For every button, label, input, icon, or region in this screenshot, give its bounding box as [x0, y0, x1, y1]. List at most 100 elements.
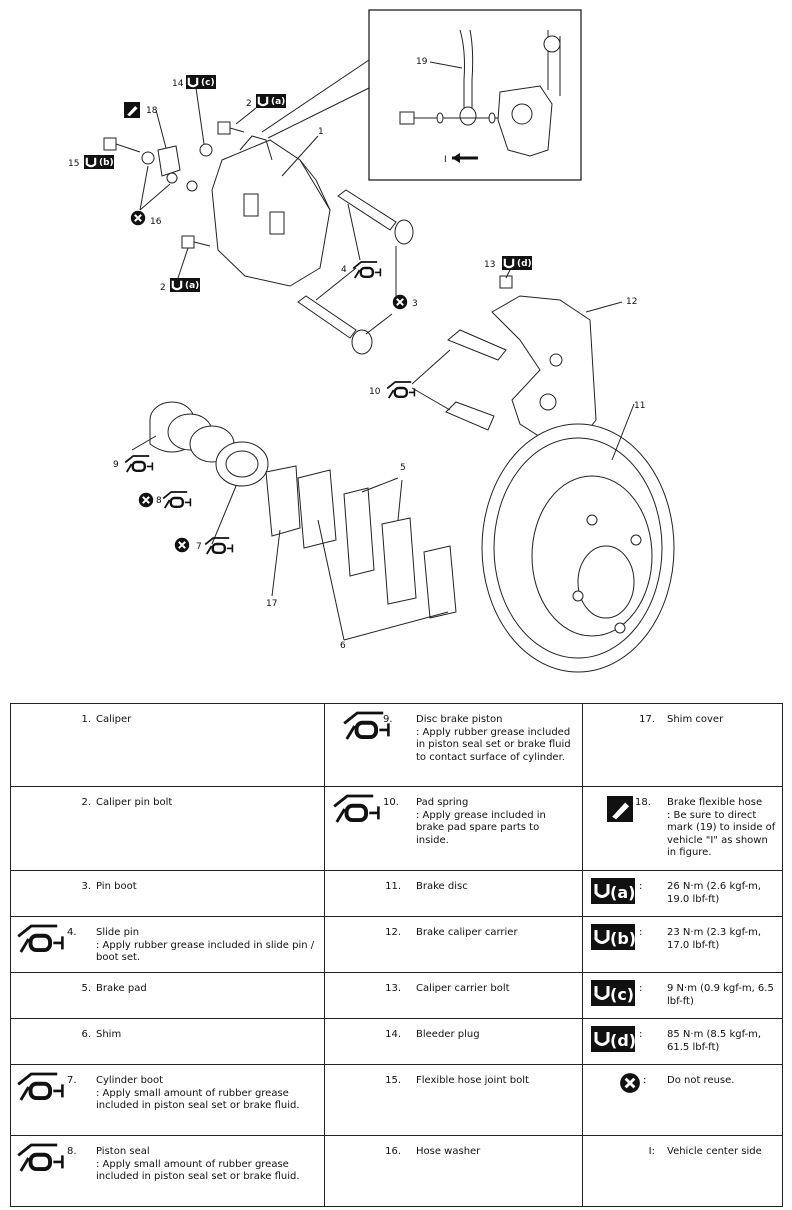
torque-value: 9 N·m (0.9 kgf-m, 6.5 lbf-ft) — [667, 983, 774, 1007]
callout-5: 5 — [400, 463, 406, 473]
no-reuse-icon — [130, 210, 146, 226]
item-note: : Be sure to direct mark (19) to inside … — [667, 809, 776, 859]
legend-cell: 3. Pin boot — [10, 870, 325, 917]
legend-cell: 10. Pad spring : Apply grease included i… — [324, 786, 583, 871]
torque-box-a-bottom: (a) — [170, 278, 200, 292]
legend-cell: 18. Brake flexible hose : Be sure to dir… — [582, 786, 783, 871]
callout-I: I — [444, 155, 447, 165]
callout-11: 11 — [634, 401, 645, 411]
pad-springs — [445, 329, 507, 431]
item-number: 1. — [81, 714, 91, 725]
item-description: Disc brake piston : Apply rubber grease … — [416, 714, 571, 764]
item-number: 11. — [385, 881, 401, 892]
table-row: 2. Caliper pin bolt 10. Pad spring : App… — [10, 786, 783, 871]
item-number: 5. — [81, 983, 91, 994]
item-label: Brake pad — [96, 983, 147, 994]
svg-text:(b): (b) — [99, 158, 114, 168]
item-label: Slide pin — [96, 927, 140, 938]
separator: : — [643, 1075, 647, 1086]
item-number: 9. — [383, 714, 393, 725]
item-number: 13. — [385, 983, 401, 994]
callout-2: 2 — [160, 283, 166, 293]
no-reuse-icon — [174, 537, 190, 553]
legend-cell: I: Vehicle center side — [582, 1135, 783, 1207]
callout-4: 4 — [341, 265, 347, 275]
legend-cell: (a) : 26 N·m (2.6 kgf-m, 19.0 lbf-ft) — [582, 870, 783, 917]
item-label: Caliper pin bolt — [96, 797, 173, 808]
grease-icon — [162, 491, 192, 509]
callout-6: 6 — [340, 641, 346, 651]
torque-value: : — [639, 881, 643, 892]
item-number: 4. — [67, 927, 77, 938]
item-note: : Apply rubber grease included in slide … — [96, 939, 315, 964]
table-row: 4. Slide pin : Apply rubber grease inclu… — [10, 916, 783, 973]
grease-icon — [16, 1072, 64, 1102]
callout-9: 9 — [113, 460, 119, 470]
item-label: Do not reuse. — [667, 1075, 735, 1086]
table-row: 7. Cylinder boot : Apply small amount of… — [10, 1064, 783, 1136]
caliper-carrier — [491, 295, 597, 443]
callout-17: 17 — [266, 599, 277, 609]
torque-box-a-top: (a) — [256, 94, 286, 108]
item-number: 8. — [67, 1146, 77, 1157]
item-number: 12. — [385, 927, 401, 938]
torque-a-icon: (a) — [591, 878, 635, 904]
svg-text:(a): (a) — [185, 281, 199, 291]
item-label: Disc brake piston — [416, 714, 503, 725]
item-label: Shim — [96, 1029, 122, 1040]
svg-text:(d): (d) — [517, 259, 532, 269]
legend-cell: (d) : 85 N·m (8.5 kgf-m, 61.5 lbf-ft) — [582, 1018, 783, 1065]
item-description: Cylinder boot : Apply small amount of ru… — [96, 1075, 320, 1113]
grease-icon — [16, 924, 64, 954]
table-row: 6. Shim 14. Bleeder plug (d) : 85 N·m (8… — [10, 1018, 783, 1065]
torque-value: : — [639, 1029, 643, 1040]
item-number: 16. — [385, 1146, 401, 1157]
detail-inset — [261, 9, 582, 181]
torque-box-c: (c) — [186, 75, 216, 89]
callout-15: 15 — [68, 159, 79, 169]
torque-value: 23 N·m (2.3 kgf-m, 17.0 lbf-ft) — [667, 927, 762, 951]
callout-1: 1 — [318, 127, 324, 137]
torque-value: : — [639, 983, 643, 994]
legend-cell: 16. Hose washer — [324, 1135, 583, 1207]
item-number: 3. — [81, 881, 91, 892]
caliper — [211, 135, 331, 287]
item-label: Bleeder plug — [416, 1029, 480, 1040]
no-reuse-icon — [138, 492, 154, 508]
grease-icon — [352, 261, 382, 279]
item-number: I: — [648, 1146, 655, 1157]
wrench-icon — [502, 256, 516, 270]
callout-8: 8 — [156, 496, 162, 506]
item-label: Cylinder boot — [96, 1075, 164, 1086]
legend-cell: 6. Shim — [10, 1018, 325, 1065]
item-label: Hose washer — [416, 1146, 481, 1157]
legend-cell: 4. Slide pin : Apply rubber grease inclu… — [10, 916, 325, 973]
slide-pins — [297, 189, 414, 355]
item-number: 14. — [385, 1029, 401, 1040]
item-number: 2. — [81, 797, 91, 808]
item-number: 7. — [67, 1075, 77, 1086]
legend-cell: 7. Cylinder boot : Apply small amount of… — [10, 1064, 325, 1136]
legend-cell: 11. Brake disc — [324, 870, 583, 917]
legend-cell: 12. Brake caliper carrier — [324, 916, 583, 973]
table-row: 5. Brake pad 13. Caliper carrier bolt (c… — [10, 972, 783, 1019]
svg-text:(a): (a) — [271, 97, 285, 107]
item-label: Pad spring — [416, 797, 469, 808]
parts-legend-table: 1. Caliper 9. Disc brake piston : Apply … — [10, 703, 783, 1207]
grease-icon — [386, 381, 416, 399]
hose-mark-icon — [607, 796, 633, 822]
brake-caliper-exploded-diagram: (a) (a) (b) (c) (d) 1 2 2 3 4 5 6 7 8 9 … — [68, 9, 675, 673]
callout-3: 3 — [412, 299, 418, 309]
table-row: 1. Caliper 9. Disc brake piston : Apply … — [10, 703, 783, 787]
legend-cell: 15. Flexible hose joint bolt — [324, 1064, 583, 1136]
callout-16: 16 — [150, 217, 162, 227]
legend-cell: 5. Brake pad — [10, 972, 325, 1019]
item-label: Caliper carrier bolt — [416, 983, 510, 994]
item-note: : Apply rubber grease included in piston… — [416, 726, 571, 763]
legend-cell: 13. Caliper carrier bolt — [324, 972, 583, 1019]
item-label: Shim cover — [667, 714, 724, 725]
wrench-icon — [256, 94, 270, 108]
item-number: 10. — [383, 797, 399, 808]
legend-cell: 1. Caliper — [10, 703, 325, 787]
item-description: Pad spring : Apply grease included in br… — [416, 797, 571, 847]
